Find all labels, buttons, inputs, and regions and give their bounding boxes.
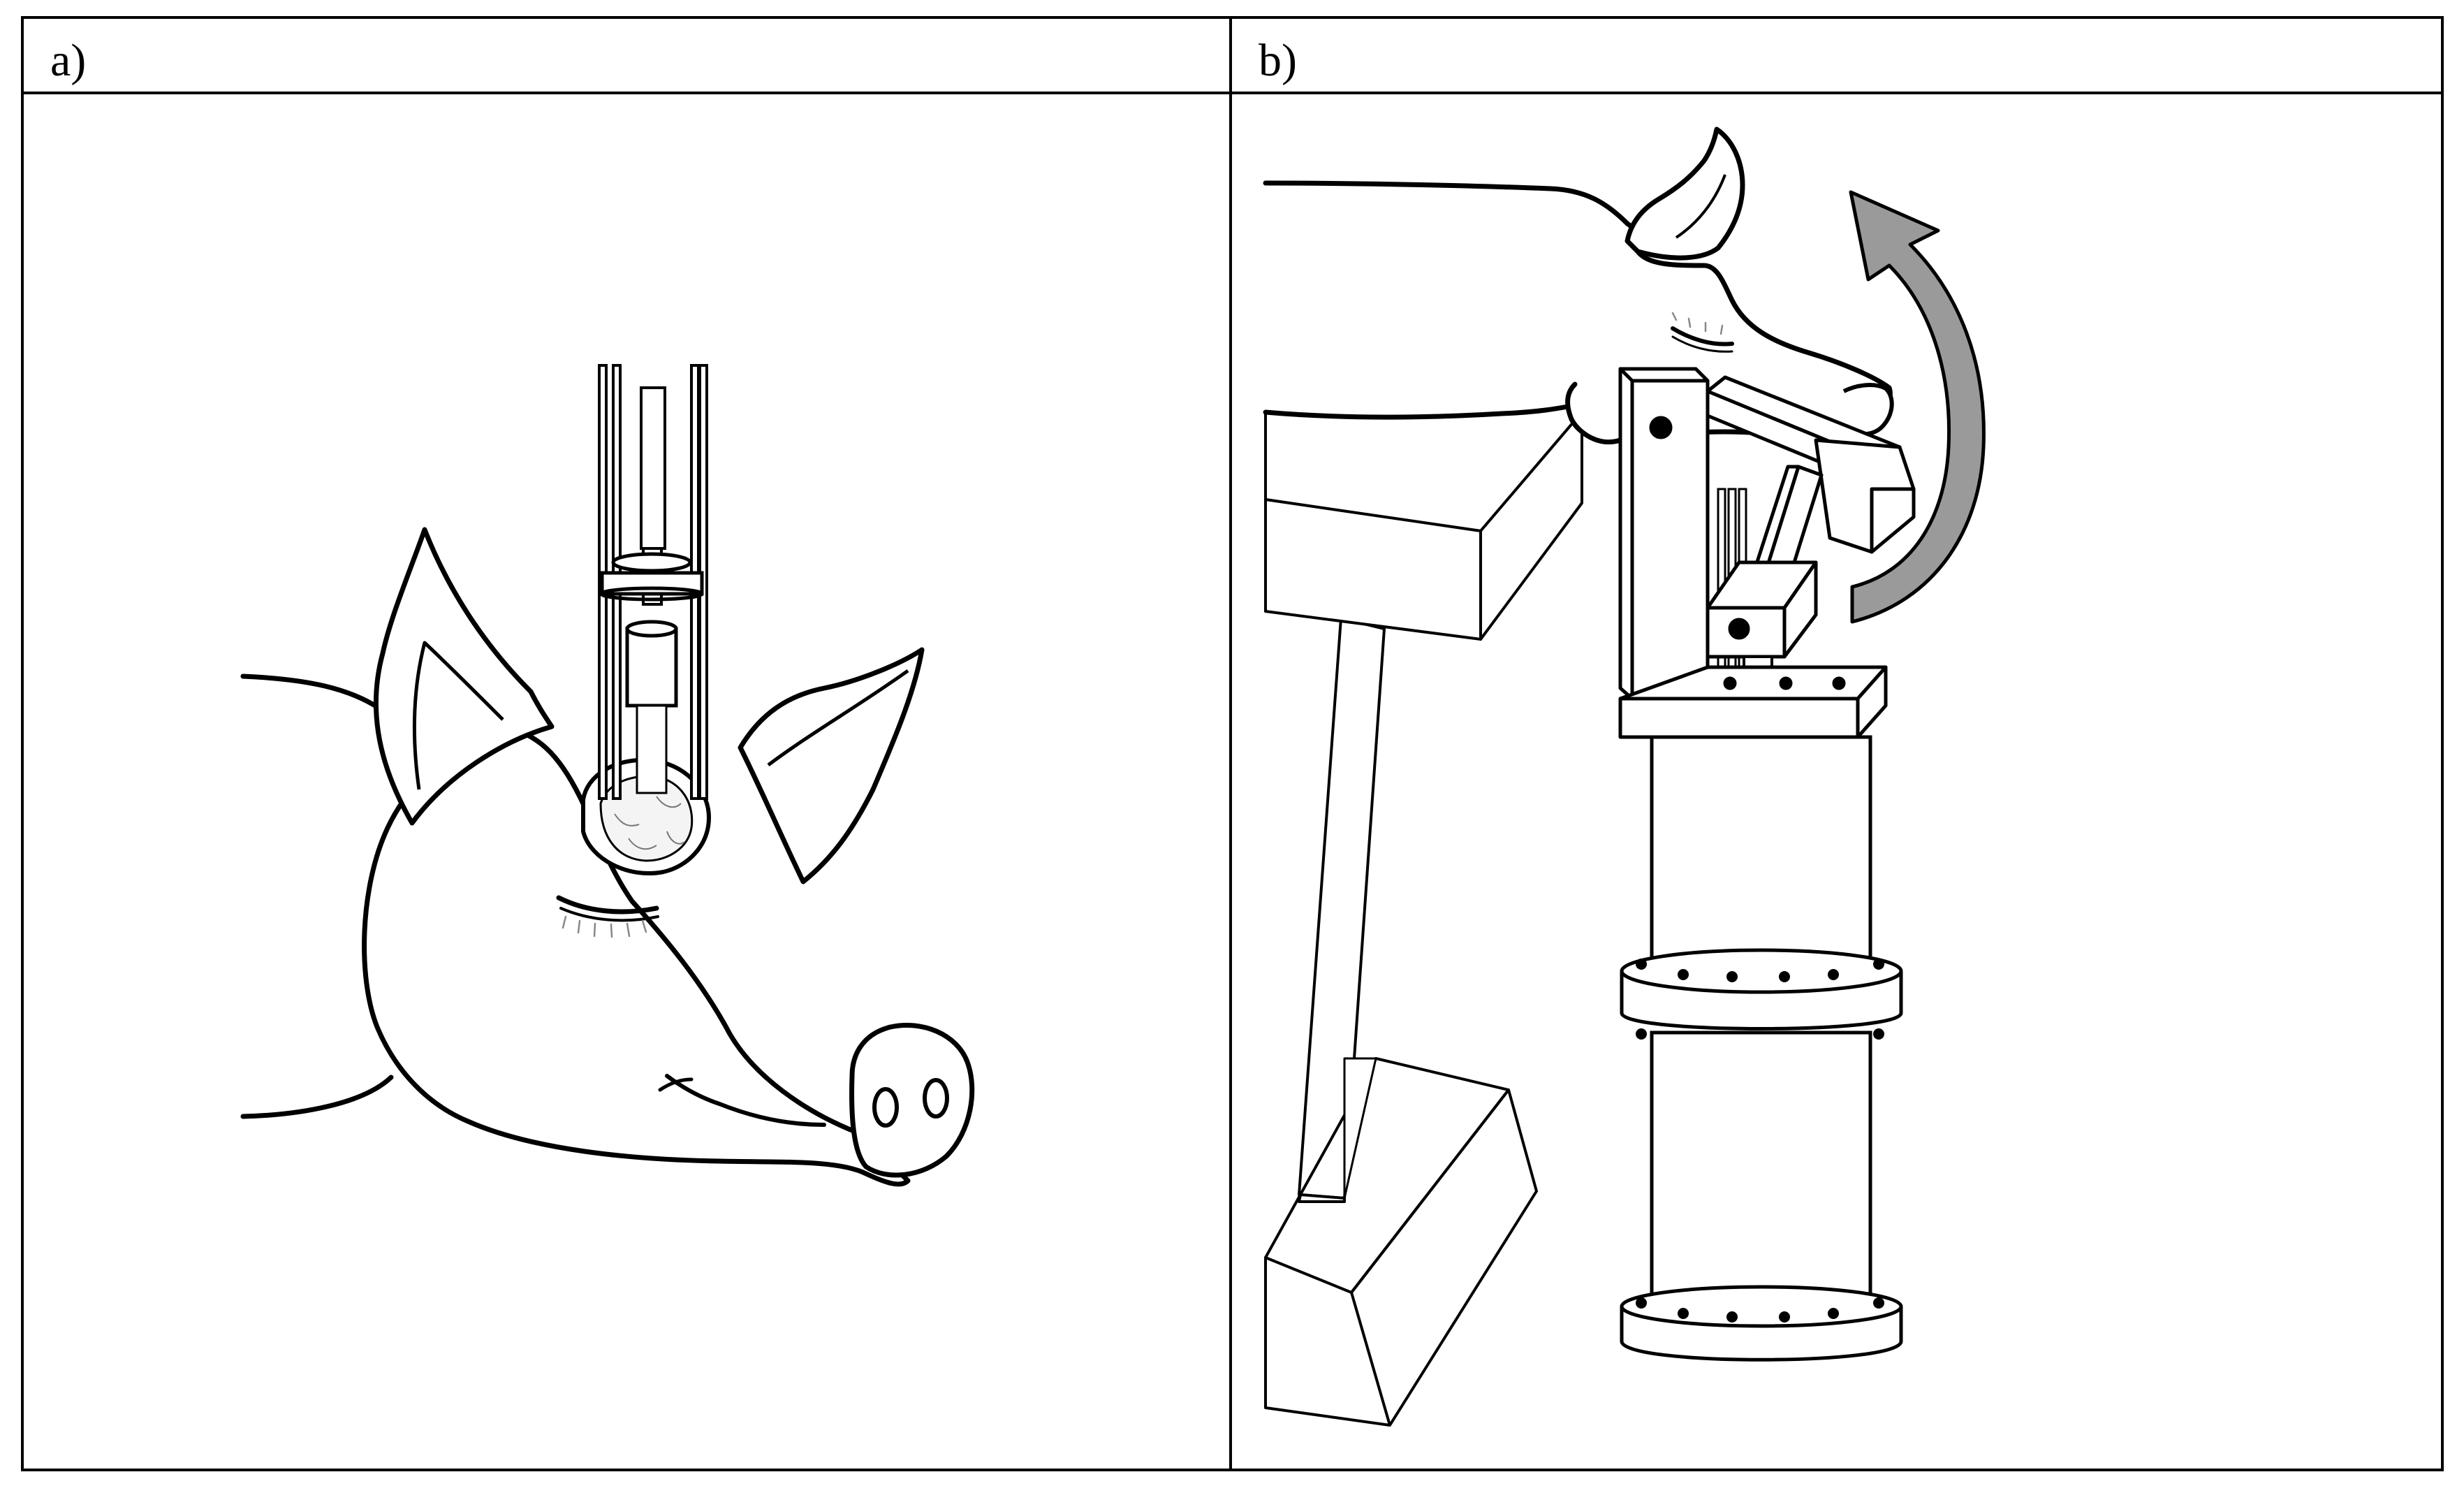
mounting-plate (1618, 665, 1888, 739)
pig-ear-side (1625, 126, 1745, 261)
panel-b-illustration (1263, 126, 1986, 1427)
cylinder-upper (1650, 735, 1872, 963)
impactor-collar (599, 552, 704, 602)
pig-ear-right (738, 647, 925, 884)
cylinder-flange-bottom (1620, 1285, 1903, 1362)
pig-ear-left (373, 527, 555, 826)
pig-nostril-left (872, 1087, 899, 1128)
pivot-bolt-upper (1649, 416, 1673, 439)
pig-body-outline (240, 673, 394, 1119)
pig-back-line (1263, 180, 1630, 226)
cylinder-flange-middle (1620, 948, 1903, 1048)
brain-surface-vessels (614, 796, 685, 850)
rotation-arrow (1849, 190, 1986, 624)
support-table-top (1264, 411, 1583, 641)
panel-a-illustration (240, 364, 975, 1187)
pig-eye-side-closed (1671, 312, 1734, 353)
cylinder-lower (1650, 1030, 1872, 1300)
panel-label-a: a) (50, 35, 86, 86)
pig-body (1266, 183, 1634, 417)
support-table-base (1264, 1057, 1538, 1427)
pig-head (362, 724, 911, 1187)
table-frame (21, 16, 2444, 1471)
support-table-leg (1298, 617, 1386, 1203)
rotating-arm (1706, 375, 1916, 554)
pig-belly-line (1263, 402, 1578, 420)
pig-nostril-right (923, 1078, 949, 1119)
impactor-back-plate (1618, 367, 1710, 701)
clamp-bolt (1728, 618, 1750, 640)
impact-cylinder (625, 620, 678, 794)
pig-eye-closed (556, 895, 659, 938)
panel-label-b: b) (1259, 35, 1297, 86)
pig-snout (849, 1022, 975, 1178)
pig-mouth (665, 1074, 826, 1127)
